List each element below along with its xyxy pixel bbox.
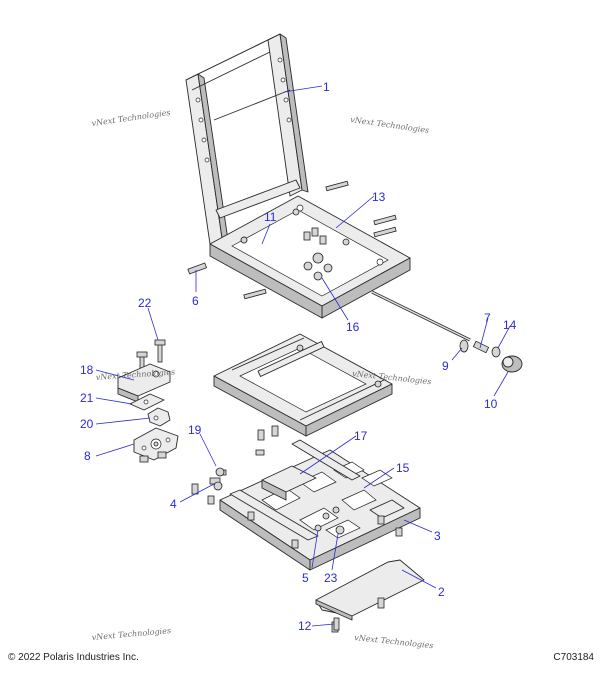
- copyright-notice: © 2022 Polaris Industries Inc.: [8, 652, 139, 663]
- figure-code: C703184: [553, 652, 594, 663]
- callout-21: 21: [80, 391, 94, 405]
- callout-7: 7: [484, 311, 491, 325]
- callout-8: 8: [84, 449, 91, 463]
- seat-base-plate: [219, 439, 421, 571]
- plate-hardware: [191, 425, 403, 549]
- watermark-6: vNext Technologies: [354, 633, 434, 650]
- callout-19: 19: [188, 423, 202, 437]
- callout-23: 23: [324, 571, 338, 585]
- watermark-5: vNext Technologies: [91, 626, 171, 642]
- callout-5: 5: [302, 571, 309, 585]
- callout-2: 2: [438, 585, 445, 599]
- watermark-2: vNext Technologies: [350, 115, 430, 135]
- seat-slider-mechanism: [213, 333, 393, 437]
- callout-3: 3: [434, 529, 441, 543]
- callout-20: 20: [80, 417, 94, 431]
- callout-22: 22: [138, 296, 152, 310]
- seat-back-frame: [185, 33, 411, 319]
- callout-18: 18: [80, 363, 94, 377]
- callout-16: 16: [346, 320, 360, 334]
- callout-9: 9: [442, 359, 449, 373]
- side-closeout-panel: [315, 559, 425, 633]
- bolt-12-hardware: [333, 617, 340, 631]
- callout-6: 6: [192, 294, 199, 308]
- callout-4: 4: [170, 497, 177, 511]
- callout-15: 15: [396, 461, 410, 475]
- callout-12: 12: [298, 619, 312, 633]
- callout-13: 13: [372, 190, 386, 204]
- watermark-1: vNext Technologies: [91, 108, 171, 128]
- callout-10: 10: [484, 397, 498, 411]
- frame-hardware: [187, 180, 397, 300]
- callout-1: 1: [323, 80, 330, 94]
- callout-17: 17: [354, 429, 368, 443]
- leader-lines: [95, 85, 511, 627]
- callout-11: 11: [264, 210, 277, 224]
- left-side-brackets: [117, 339, 179, 463]
- callout-labels: 1 2 3 4 5 6 7 8 9 10 11 12 13 14 15 16 1…: [80, 80, 517, 633]
- callout-14: 14: [503, 318, 517, 332]
- tilt-rod: [371, 290, 523, 373]
